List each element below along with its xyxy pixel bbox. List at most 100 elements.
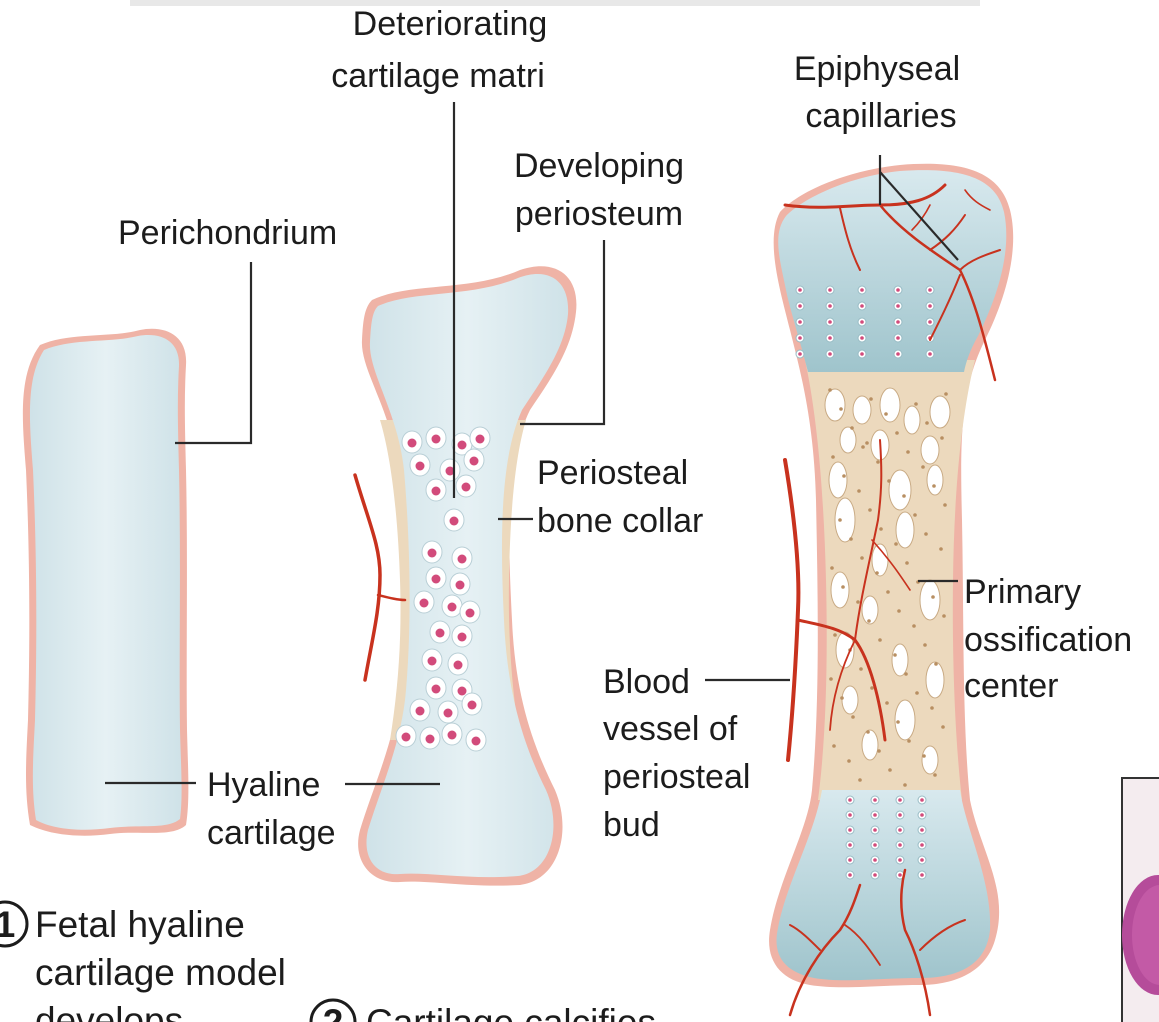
label-periosteal-bone-collar: bone collar bbox=[537, 502, 703, 540]
osteocyte-dot bbox=[830, 566, 834, 570]
osteocyte-dot bbox=[879, 527, 883, 531]
marrow-cavity bbox=[930, 396, 950, 428]
osteocyte-dot bbox=[858, 778, 862, 782]
bone-stage-2 bbox=[355, 266, 576, 885]
osteocyte-dot bbox=[893, 653, 897, 657]
osteocyte-dot bbox=[885, 701, 889, 705]
label-periosteal-bone-collar: Periosteal bbox=[537, 454, 688, 492]
chondrocyte-icon bbox=[444, 509, 464, 531]
marrow-cavity bbox=[920, 580, 940, 620]
marrow-cavity bbox=[889, 470, 911, 510]
osteocyte-dot bbox=[884, 412, 888, 416]
label-epiphyseal-capillaries: capillaries bbox=[805, 97, 956, 135]
osteocyte-dot bbox=[877, 749, 881, 753]
marrow-cavity bbox=[862, 730, 878, 760]
marrow-cavity bbox=[831, 572, 849, 608]
chondrocyte-icon bbox=[464, 449, 484, 471]
chondrocyte-icon bbox=[452, 547, 472, 569]
osteocyte-dot bbox=[869, 397, 873, 401]
marrow-cavity bbox=[842, 686, 858, 714]
label-blood-vessel: periosteal bbox=[603, 758, 750, 796]
marrow-cavity bbox=[853, 396, 871, 424]
osteocyte-dot bbox=[887, 479, 891, 483]
marrow-cavity bbox=[896, 512, 914, 548]
osteocyte-dot bbox=[868, 508, 872, 512]
chondrocyte-icon bbox=[410, 454, 430, 476]
marrow-cavity bbox=[825, 389, 845, 421]
chondrocyte-icon bbox=[396, 725, 416, 747]
cartilage-matrix bbox=[366, 274, 568, 877]
osteocyte-dot bbox=[876, 460, 880, 464]
label-hyaline-cartilage: Hyaline bbox=[207, 766, 320, 804]
osteocyte-dot bbox=[839, 407, 843, 411]
marrow-cavity bbox=[895, 700, 915, 740]
osteocyte-dot bbox=[906, 450, 910, 454]
marrow-cavity bbox=[835, 498, 855, 542]
osteocyte-dot bbox=[915, 691, 919, 695]
osteocyte-dot bbox=[886, 590, 890, 594]
osteocyte-dot bbox=[931, 595, 935, 599]
osteocyte-dot bbox=[903, 783, 907, 787]
osteocyte-dot bbox=[932, 484, 936, 488]
blood-vessel-icon bbox=[355, 475, 380, 680]
osteocyte-dot bbox=[838, 518, 842, 522]
marrow-cavity bbox=[927, 465, 943, 495]
step-1-text: develops bbox=[35, 1000, 183, 1022]
marrow-cavity bbox=[904, 406, 920, 434]
osteocyte-dot bbox=[841, 585, 845, 589]
marrow-cavity bbox=[922, 746, 938, 774]
osteocyte-dot bbox=[912, 624, 916, 628]
osteocyte-dot bbox=[914, 402, 918, 406]
osteocyte-dot bbox=[829, 677, 833, 681]
label-deteriorating-cartilage: cartilage matri bbox=[331, 57, 545, 95]
marrow-cavity bbox=[880, 388, 900, 422]
osteocyte-dot bbox=[939, 547, 943, 551]
label-developing-periosteum: Developing bbox=[514, 147, 684, 185]
osteocyte-dot bbox=[860, 556, 864, 560]
label-primary-ossification-center: center bbox=[964, 667, 1059, 705]
chondrocyte-icon bbox=[430, 621, 450, 643]
osteocyte-dot bbox=[904, 672, 908, 676]
osteocyte-dot bbox=[934, 662, 938, 666]
chondrocyte-icon bbox=[422, 541, 442, 563]
osteocyte-dot bbox=[943, 503, 947, 507]
osteocyte-dot bbox=[833, 633, 837, 637]
osteocyte-dot bbox=[866, 730, 870, 734]
osteocyte-dot bbox=[847, 759, 851, 763]
marrow-cavity bbox=[926, 662, 944, 698]
osteocyte-dot bbox=[851, 715, 855, 719]
label-developing-periosteum: periosteum bbox=[515, 195, 683, 233]
osteocyte-dot bbox=[831, 455, 835, 459]
osteocyte-dot bbox=[842, 474, 846, 478]
osteocyte-dot bbox=[894, 542, 898, 546]
marrow-cavity bbox=[892, 644, 908, 676]
label-deteriorating-cartilage: Deteriorating bbox=[353, 5, 548, 43]
osteocyte-dot bbox=[933, 773, 937, 777]
periosteal-bud-vessel-icon bbox=[785, 460, 798, 760]
osteocyte-dot bbox=[907, 739, 911, 743]
chondrocyte-icon bbox=[426, 427, 446, 449]
osteocyte-dot bbox=[940, 436, 944, 440]
chondrocyte-icon bbox=[426, 479, 446, 501]
osteocyte-dot bbox=[859, 667, 863, 671]
chondrocyte-icon bbox=[410, 699, 430, 721]
chondrocyte-icon bbox=[420, 727, 440, 749]
osteocyte-dot bbox=[870, 686, 874, 690]
step-2-text: Cartilage calcifies bbox=[366, 1002, 656, 1022]
osteocyte-dot bbox=[924, 532, 928, 536]
chondrocyte-icon bbox=[438, 701, 458, 723]
label-blood-vessel: bud bbox=[603, 806, 660, 844]
chondrocyte-icon bbox=[402, 431, 422, 453]
chondrocyte-icon bbox=[440, 459, 460, 481]
osteocyte-dot bbox=[923, 643, 927, 647]
osteocyte-dot bbox=[897, 609, 901, 613]
osteocyte-dot bbox=[867, 619, 871, 623]
label-epiphyseal-capillaries: Epiphyseal bbox=[794, 50, 960, 88]
step-1-text: Fetal hyaline bbox=[35, 904, 245, 945]
chondrocyte-icon bbox=[448, 653, 468, 675]
osteocyte-dot bbox=[832, 744, 836, 748]
osteocyte-dot bbox=[875, 571, 879, 575]
labels: Deteriorating cartilage matri Epiphyseal… bbox=[118, 5, 1132, 852]
step-2-number: 2 bbox=[323, 1002, 344, 1022]
